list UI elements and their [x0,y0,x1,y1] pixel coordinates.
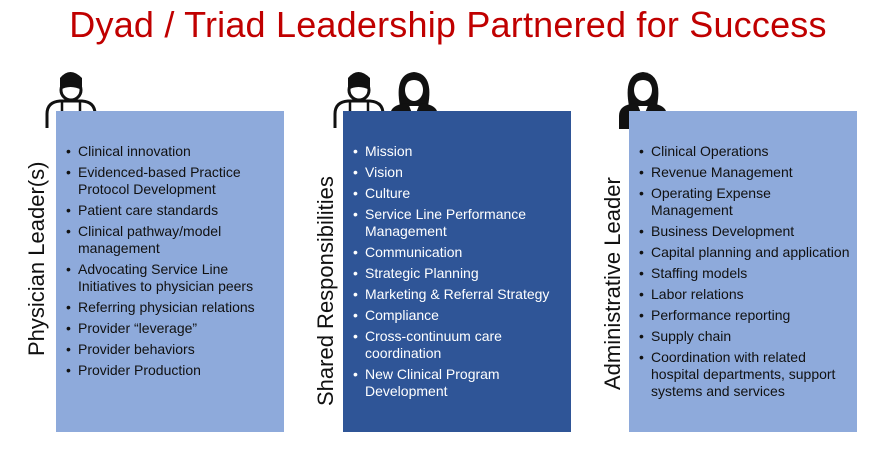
list-item: Provider “leverage” [66,320,280,337]
list-item: Provider Production [66,362,280,379]
list-item: Operating Expense Management [639,185,853,219]
list-item: Clinical pathway/model management [66,223,280,257]
list-item: Vision [353,164,567,181]
list-item: New Clinical Program Development [353,366,567,400]
shared-list: Mission Vision Culture Service Line Perf… [353,143,567,404]
administrative-list: Clinical Operations Revenue Management O… [639,143,853,404]
column-label-administrative: Administrative Leader [600,177,625,390]
list-item: Labor relations [639,286,853,303]
physician-list: Clinical innovation Evidenced-based Prac… [66,143,280,383]
list-item: Communication [353,244,567,261]
list-item: Provider behaviors [66,341,280,358]
shared-panel: Mission Vision Culture Service Line Perf… [343,111,571,432]
list-item: Compliance [353,307,567,324]
list-item: Supply chain [639,328,853,345]
list-item: Advocating Service Line Initiatives to p… [66,261,280,295]
list-item: Coordination with related hospital depar… [639,349,853,400]
list-item: Mission [353,143,567,160]
list-item: Strategic Planning [353,265,567,282]
list-item: Capital planning and application [639,244,853,261]
column-label-physician: Physician Leader(s) [24,161,49,356]
physician-panel: Clinical innovation Evidenced-based Prac… [56,111,284,432]
list-item: Service Line Performance Management [353,206,567,240]
list-item: Patient care standards [66,202,280,219]
list-item: Performance reporting [639,307,853,324]
administrative-panel: Clinical Operations Revenue Management O… [629,111,857,432]
list-item: Staffing models [639,265,853,282]
list-item: Clinical Operations [639,143,853,160]
list-item: Culture [353,185,567,202]
list-item: Marketing & Referral Strategy [353,286,567,303]
list-item: Referring physician relations [66,299,280,316]
list-item: Business Development [639,223,853,240]
list-item: Revenue Management [639,164,853,181]
list-item: Cross-continuum care coordination [353,328,567,362]
list-item: Clinical innovation [66,143,280,160]
column-label-shared: Shared Responsibilities [313,176,338,406]
page-title: Dyad / Triad Leadership Partnered for Su… [69,4,827,45]
list-item: Evidenced-based Practice Protocol Develo… [66,164,280,198]
